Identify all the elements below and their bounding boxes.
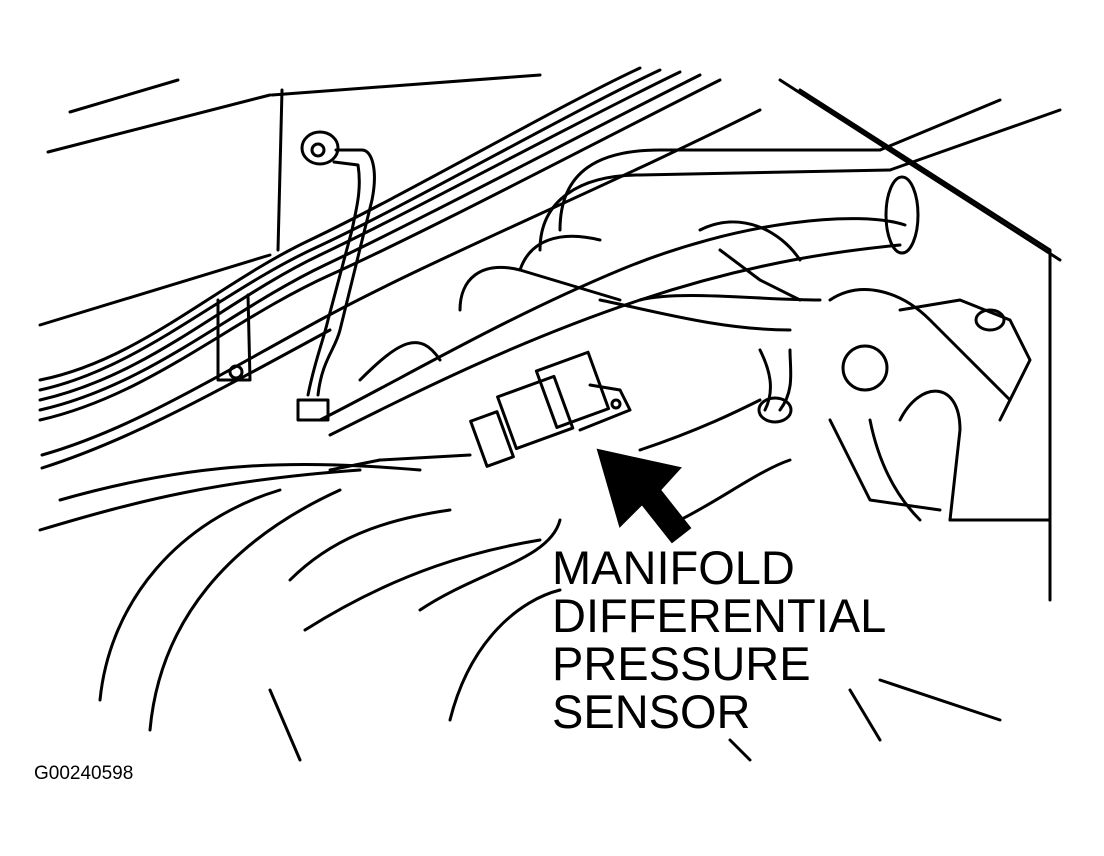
callout-label-line-2: DIFFERENTIAL (552, 589, 887, 642)
lower-body-panels (38, 398, 1002, 762)
callout-arrow (596, 448, 692, 544)
body-panel (38, 73, 542, 327)
callout-label-line-4: SENSOR (552, 685, 751, 738)
callout-label-line-1: MANIFOLD (552, 541, 795, 594)
throttle-body-assembly (698, 78, 1062, 602)
ground-strap (296, 130, 376, 422)
figure-id: G00240598 (34, 763, 134, 784)
harness-clamp (216, 293, 252, 382)
vacuum-hoses (318, 98, 1062, 437)
sensor-connector (328, 350, 632, 472)
wire-harness-bundle (38, 66, 762, 470)
callout-label-line-3: PRESSURE (552, 637, 811, 690)
